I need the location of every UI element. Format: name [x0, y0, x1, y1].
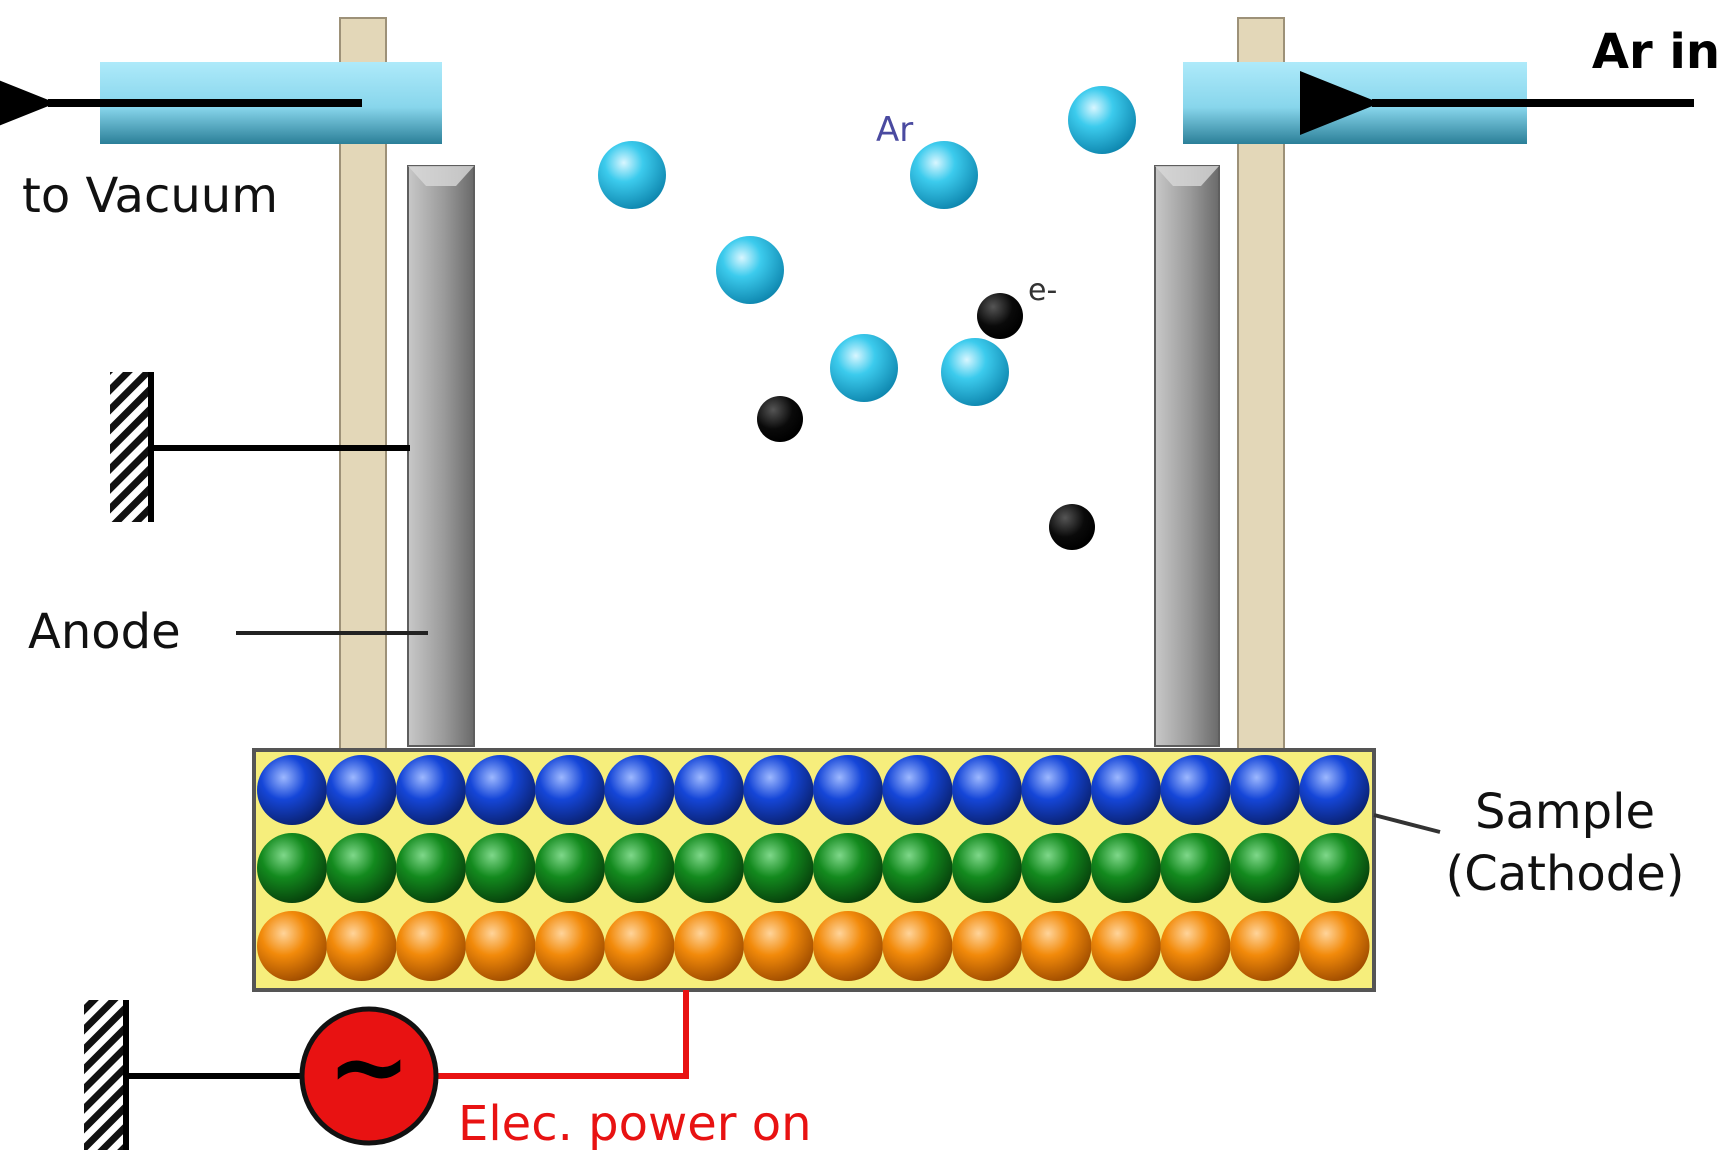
sample-atom-bottom: [1160, 911, 1231, 981]
sample-atom-top: [813, 755, 883, 825]
sample-atom-top: [743, 755, 814, 825]
anode-plate-left: [407, 165, 475, 747]
anode-label: Anode: [28, 604, 181, 660]
sample-atom-bottom: [535, 911, 605, 981]
sample-atom-top: [257, 755, 327, 825]
sample-atom-middle: [813, 833, 883, 903]
argon-atom: [941, 338, 1009, 406]
power-label: Elec. power on: [458, 1096, 812, 1152]
anode-ground-icon: [110, 372, 152, 522]
sample-atom-middle: [396, 833, 466, 903]
sample-atom-middle: [1091, 833, 1161, 903]
electron: [977, 293, 1023, 339]
sample-atom-middle: [1230, 833, 1300, 903]
sample-atom-top: [465, 755, 536, 825]
power-wire: [436, 990, 689, 1079]
sample-atom-top: [396, 755, 466, 825]
sample-atom-middle: [674, 833, 744, 903]
electron-label: e-: [1028, 273, 1057, 308]
sample-atom-middle: [952, 833, 1022, 903]
ar-atom-label: Ar: [876, 110, 913, 150]
sample-atom-middle: [743, 833, 814, 903]
sample-atom-bottom: [465, 911, 536, 981]
sample-atom-middle: [1021, 833, 1092, 903]
sample-atom-top: [1160, 755, 1231, 825]
sample-atom-bottom: [1299, 911, 1370, 981]
sample-atom-bottom: [326, 911, 397, 981]
argon-atom: [598, 141, 666, 209]
sample-atom-bottom: [674, 911, 744, 981]
electrons: [757, 293, 1095, 550]
sample-atom-middle: [604, 833, 675, 903]
argon-atom: [910, 141, 978, 209]
ar-in-label: Ar in: [1592, 24, 1720, 80]
sample-atom-top: [604, 755, 675, 825]
sample-atom-bottom: [1021, 911, 1092, 981]
electron: [757, 396, 803, 442]
sample-atom-bottom: [1091, 911, 1161, 981]
power-ground-icon: [84, 1000, 126, 1150]
sample-atom-middle: [465, 833, 536, 903]
argon-atoms: [598, 86, 1136, 406]
sample-atom-middle: [326, 833, 397, 903]
sample-atom-top: [535, 755, 605, 825]
sample-atom-bottom: [813, 911, 883, 981]
sample-atom-bottom: [257, 911, 327, 981]
cathode-label: (Cathode): [1446, 846, 1685, 902]
sample-label: Sample: [1475, 784, 1655, 840]
sample-atom-bottom: [743, 911, 814, 981]
sample-atom-top: [952, 755, 1022, 825]
sample-atom-bottom: [882, 911, 953, 981]
sample-atom-bottom: [396, 911, 466, 981]
sample-atom-top: [1230, 755, 1300, 825]
argon-atom: [716, 236, 784, 304]
argon-atom: [830, 334, 898, 402]
sample-atom-top: [1021, 755, 1092, 825]
sample-atom-middle: [882, 833, 953, 903]
electron: [1049, 504, 1095, 550]
sample-atom-bottom: [1230, 911, 1300, 981]
sample-atom-bottom: [952, 911, 1022, 981]
ac-power-symbol: ~: [327, 1008, 411, 1125]
argon-atom: [1068, 86, 1136, 154]
sample-atom-top: [1299, 755, 1370, 825]
anode-plate-right: [1154, 165, 1220, 747]
sample-atom-bottom: [604, 911, 675, 981]
sample-atom-top: [674, 755, 744, 825]
sample-atom-middle: [257, 833, 327, 903]
sample-pointer: [1373, 813, 1441, 834]
sample-atom-top: [1091, 755, 1161, 825]
sample-atom-middle: [535, 833, 605, 903]
sample-atom-top: [882, 755, 953, 825]
sample-atom-middle: [1299, 833, 1370, 903]
sample-atom-middle: [1160, 833, 1231, 903]
sample-atom-top: [326, 755, 397, 825]
ac-power-source: [299, 1006, 439, 1146]
sample-atoms: [257, 755, 1370, 981]
to-vacuum-label: to Vacuum: [22, 168, 278, 224]
